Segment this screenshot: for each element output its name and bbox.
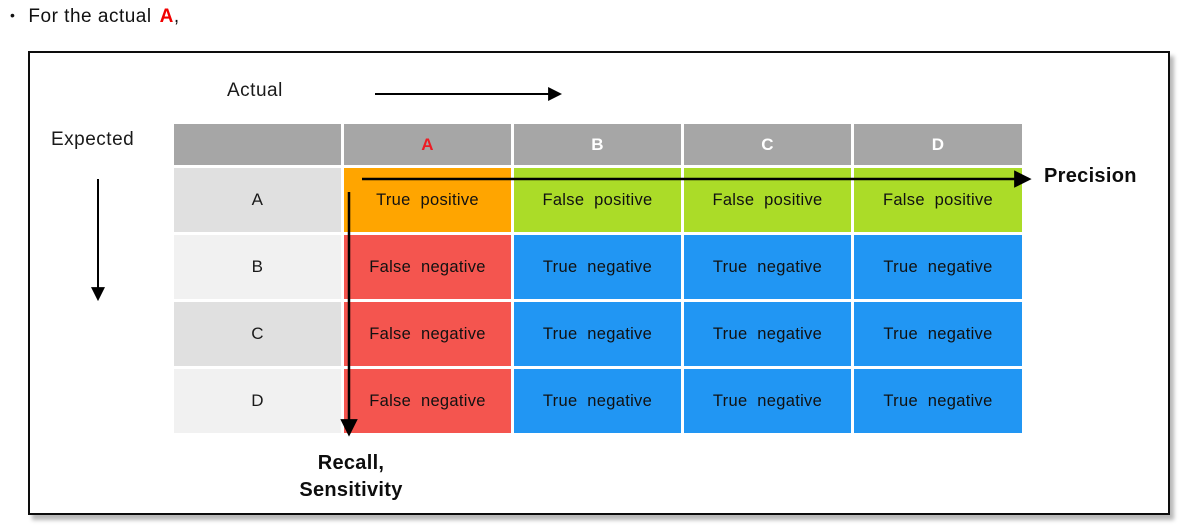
header-cell-C: C <box>684 124 851 165</box>
cell-false-negative: False negative <box>344 235 511 299</box>
cell-true-positive: True positive <box>344 168 511 232</box>
cell-true-negative: True negative <box>854 369 1022 433</box>
cell-false-positive: False positive <box>854 168 1022 232</box>
row-header-B: B <box>174 235 341 299</box>
row-header-C: C <box>174 302 341 366</box>
title-text: For the actual <box>28 6 152 27</box>
cell-false-positive: False positive <box>684 168 851 232</box>
header-cell-D: D <box>854 124 1022 165</box>
cell-true-negative: True negative <box>684 302 851 366</box>
slide-title: • For the actual A, <box>10 6 180 28</box>
confusion-matrix-table: A B C D A True positive False positive F… <box>174 124 1022 433</box>
bullet-icon: • <box>10 7 16 23</box>
row-header-D: D <box>174 369 341 433</box>
header-cell-A: A <box>344 124 511 165</box>
actual-axis-label: Actual <box>227 80 283 101</box>
recall-label-line1: Recall, <box>317 452 385 474</box>
expected-axis-label: Expected <box>51 129 135 150</box>
cell-true-negative: True negative <box>684 235 851 299</box>
recall-sensitivity-label: Recall, Sensitivity <box>261 450 441 504</box>
diagram-panel: Actual Expected A B C D A True positive … <box>28 51 1170 515</box>
header-cell-blank <box>174 124 341 165</box>
title-comma: , <box>173 6 180 27</box>
cell-true-negative: True negative <box>514 369 681 433</box>
cell-true-negative: True negative <box>514 235 681 299</box>
recall-label-line2: Sensitivity <box>299 479 403 501</box>
title-highlight: A <box>159 6 174 27</box>
cell-true-negative: True negative <box>684 369 851 433</box>
cell-false-positive: False positive <box>514 168 681 232</box>
cell-true-negative: True negative <box>514 302 681 366</box>
cell-false-negative: False negative <box>344 369 511 433</box>
cell-true-negative: True negative <box>854 235 1022 299</box>
precision-label: Precision <box>1044 165 1137 187</box>
header-cell-B: B <box>514 124 681 165</box>
cell-false-negative: False negative <box>344 302 511 366</box>
cell-true-negative: True negative <box>854 302 1022 366</box>
row-header-A: A <box>174 168 341 232</box>
